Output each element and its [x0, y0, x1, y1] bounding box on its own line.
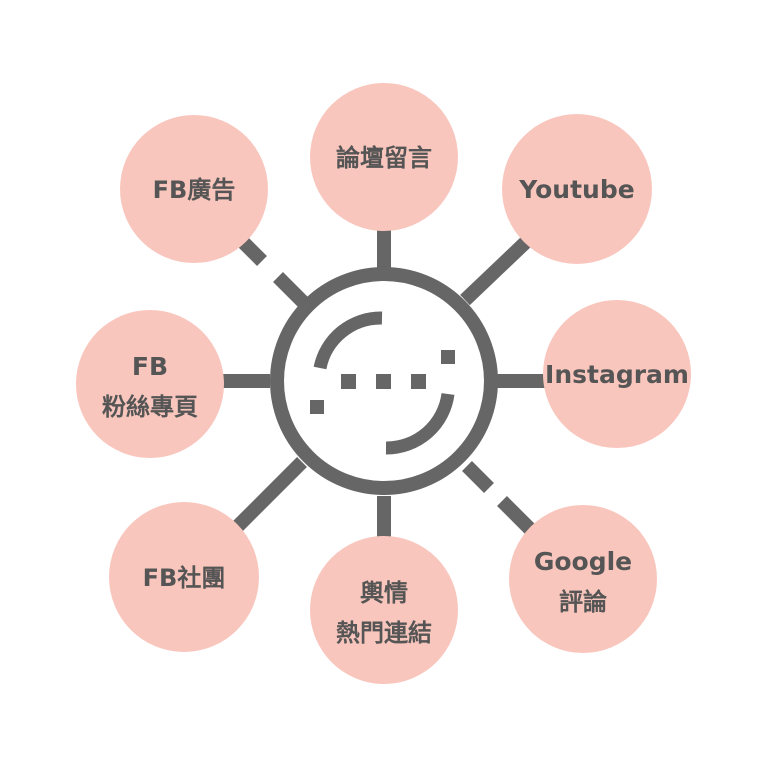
node-instagram-circle: [543, 300, 691, 448]
node-news-label-line2: 熱門連結: [336, 619, 432, 647]
node-fb-page-circle: [76, 310, 224, 458]
node-fb-page-label-line1: FB: [132, 352, 168, 381]
node-google: Google 評論: [509, 505, 657, 653]
node-fb-group: FB社團: [109, 502, 259, 652]
node-news-label-line1: 輿情: [360, 579, 408, 607]
node-youtube-label: Youtube: [518, 175, 634, 204]
node-instagram: Instagram: [543, 300, 691, 448]
node-google-circle: [509, 505, 657, 653]
node-youtube: Youtube: [502, 114, 652, 264]
node-forum-circle: [310, 83, 458, 231]
node-youtube-circle: [502, 114, 652, 264]
node-news: 輿情 熱門連結: [310, 536, 458, 684]
node-fb-ads-circle: [120, 115, 268, 263]
connector-fb-ads-a: [273, 272, 308, 307]
node-fb-ads: FB廣告: [120, 115, 268, 263]
node-fb-group-label: FB社團: [143, 564, 226, 592]
node-instagram-label: Instagram: [545, 360, 689, 389]
chat-bubble-ellipsis-icon: [310, 311, 455, 455]
node-news-circle: [310, 536, 458, 684]
connector-youtube: [460, 234, 533, 306]
hub: [270, 267, 498, 495]
node-fb-page-label-line2: 粉絲專頁: [102, 393, 198, 421]
node-google-label-line2: 評論: [559, 588, 608, 616]
connector-fb-group: [232, 457, 307, 532]
node-fb-ads-label: FB廣告: [153, 176, 236, 204]
node-forum: 論壇留言: [310, 83, 458, 231]
node-fb-page: FB 粉絲專頁: [76, 310, 224, 458]
connector-google-b: [497, 496, 537, 536]
node-fb-group-circle: [109, 502, 259, 652]
connector-google-a: [462, 461, 494, 493]
node-google-label-line1: Google: [534, 547, 632, 576]
node-forum-label: 論壇留言: [336, 144, 432, 172]
